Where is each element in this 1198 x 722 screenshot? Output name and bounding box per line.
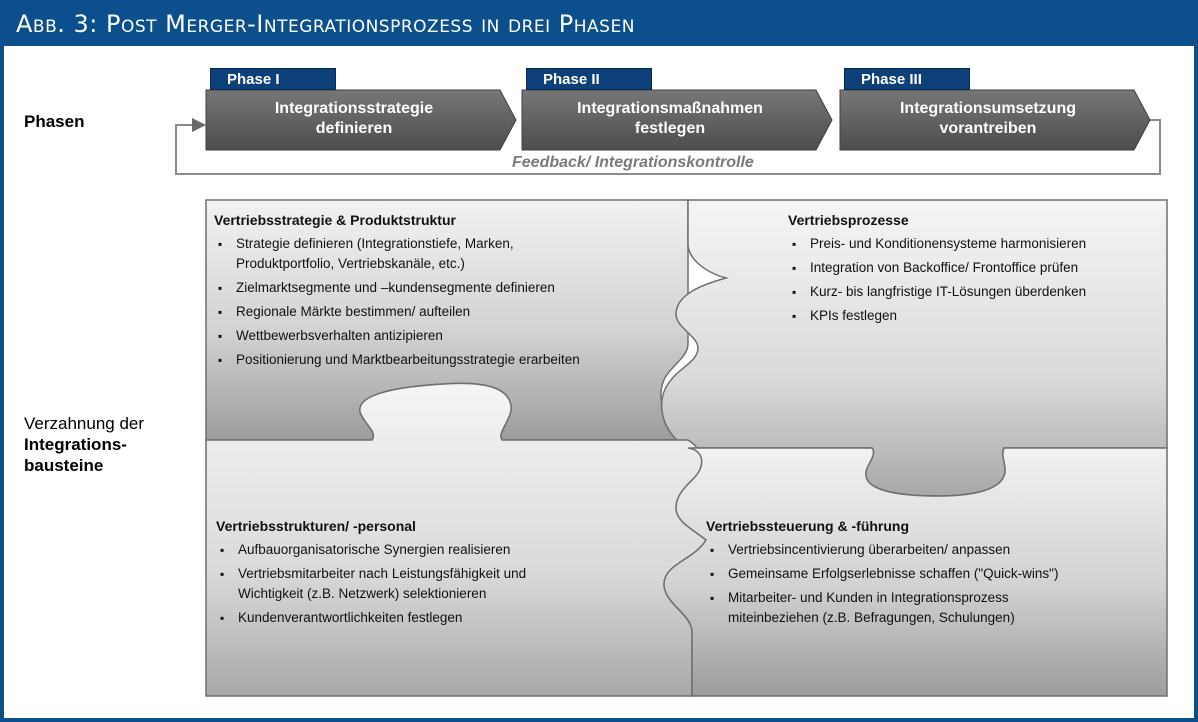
list-item: Kurz- bis langfristige IT-Lösungen überd… [788, 282, 1158, 302]
phase-2-tag: Phase II [526, 68, 652, 90]
phase-2-line2: festlegen [634, 120, 706, 137]
piece-top-left-content: Vertriebsstrategie & Produktstruktur Str… [214, 210, 684, 374]
piece-bottom-left-list: Aufbauorganisatorische Synergien realisi… [216, 540, 596, 628]
list-item: KPIs festlegen [788, 306, 1158, 326]
piece-bottom-right-content: Vertriebssteuerung & -führung Vertriebsi… [706, 516, 1146, 632]
list-item: Gemeinsame Erfolgserlebnisse schaffen ("… [706, 564, 1146, 584]
feedback-label: Feedback/ Integrationskontrolle [512, 154, 754, 171]
list-item: Strategie definieren (Integrationstiefe,… [214, 234, 576, 274]
phase-2-text: Integrationsmaßnahmen festlegen [522, 99, 818, 139]
phase-1-arrow [205, 89, 517, 151]
piece-top-left-list: Strategie definieren (Integrationstiefe,… [214, 234, 684, 370]
piece-bottom-left-title: Vertriebsstrukturen/ -personal [216, 518, 416, 534]
feedback-arrowhead [192, 118, 206, 132]
piece-top-right-title: Vertriebsprozesse [788, 212, 909, 228]
phase-3-arrow [839, 89, 1151, 151]
list-item: Vertriebsmitarbeiter nach Leistungsfähig… [216, 564, 584, 604]
phase-1-line1: Integrationsstrategie [274, 100, 434, 117]
list-item: Integration von Backoffice/ Frontoffice … [788, 258, 1158, 278]
list-item: Vertriebsincentivierung überarbeiten/ an… [706, 540, 1146, 560]
piece-top-left-title: Vertriebsstrategie & Produktstruktur [214, 212, 456, 228]
phase-2-line1: Integrationsmaßnahmen [577, 100, 763, 117]
list-item: Regionale Märkte bestimmen/ aufteilen [214, 302, 684, 322]
piece-top-right-content: Vertriebsprozesse Preis- und Konditionen… [788, 210, 1158, 330]
verzahnung-label-line2: Integrations- [24, 435, 127, 454]
phase-3-tag: Phase III [844, 68, 970, 90]
piece-bottom-left-content: Vertriebsstrukturen/ -personal Aufbauorg… [216, 516, 596, 632]
phase-1-text: Integrationsstrategie definieren [206, 99, 502, 139]
figure-title: Abb. 3: Post Merger-Integrationsprozess … [4, 4, 1194, 46]
feedback-loop-line [175, 119, 1161, 175]
phase-1-line2: definieren [315, 120, 393, 137]
phase-3-text: Integrationsumsetzung vorantreiben [840, 99, 1136, 139]
piece-bottom-right-title: Vertriebssteuerung & -führung [706, 518, 910, 534]
piece-bottom-right-list: Vertriebsincentivierung überarbeiten/ an… [706, 540, 1146, 628]
piece-top-right-list: Preis- und Konditionensysteme harmonisie… [788, 234, 1158, 326]
phase-3-line1: Integrationsumsetzung [899, 100, 1076, 117]
list-item: Preis- und Konditionensysteme harmonisie… [788, 234, 1158, 254]
list-item: Mitarbeiter- und Kunden in Integrationsp… [706, 588, 1088, 628]
list-item: Zielmarktsegmente und –kundensegmente de… [214, 278, 684, 298]
phase-1-tag: Phase I [210, 68, 336, 90]
phase-3-line2: vorantreiben [939, 120, 1037, 137]
list-item: Wettbewerbsverhalten antizipieren [214, 326, 684, 346]
verzahnung-label-line1: Verzahnung der [24, 414, 145, 433]
list-item: Kundenverantwortlichkeiten festlegen [216, 608, 596, 628]
list-item: Aufbauorganisatorische Synergien realisi… [216, 540, 596, 560]
list-item: Positionierung und Marktbearbeitungsstra… [214, 350, 684, 370]
phase-2-arrow [521, 89, 833, 151]
verzahnung-label-line3: bausteine [24, 456, 104, 475]
phasen-label: Phasen [24, 112, 85, 131]
